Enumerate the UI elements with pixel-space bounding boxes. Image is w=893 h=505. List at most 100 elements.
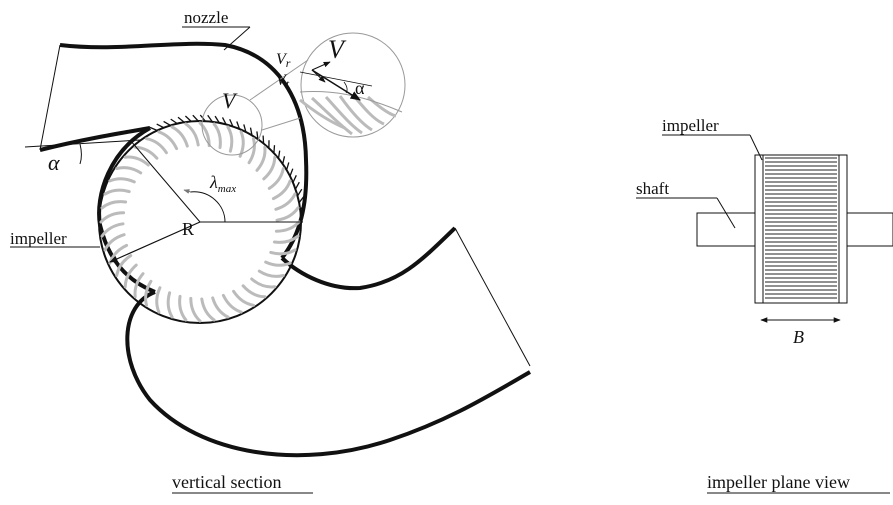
impeller-blade bbox=[241, 284, 267, 299]
casing-outer-wall bbox=[59, 41, 309, 260]
impeller-blade bbox=[103, 233, 126, 252]
alpha-angle-arc bbox=[79, 143, 82, 165]
blade-tip bbox=[149, 126, 158, 132]
impeller-blade bbox=[155, 286, 162, 314]
blade-tip bbox=[170, 118, 178, 125]
impeller-blade bbox=[108, 177, 136, 184]
impeller-blade bbox=[123, 155, 150, 167]
vt-label: Vt bbox=[276, 72, 290, 91]
impeller-label-right: impeller bbox=[662, 116, 719, 135]
impeller-blade bbox=[262, 155, 277, 181]
radius-line bbox=[109, 221, 201, 263]
impeller-blade bbox=[232, 289, 255, 307]
impeller-blade bbox=[264, 260, 292, 267]
blade-tip bbox=[297, 188, 303, 197]
plane-view-drawing: impeller shaft B impeller plane view bbox=[636, 116, 893, 494]
blade-tip bbox=[192, 114, 199, 122]
impeller-blade bbox=[255, 145, 267, 172]
detail-connector-bottom bbox=[261, 117, 301, 131]
impeller-blade bbox=[221, 293, 243, 314]
blade-tip bbox=[184, 115, 192, 122]
shaft-leader-diag bbox=[716, 197, 736, 229]
caption-vertical-section: vertical section bbox=[172, 472, 281, 492]
impeller-blade bbox=[272, 234, 300, 244]
nozzle-label: nozzle bbox=[184, 8, 228, 27]
impeller-blade bbox=[115, 254, 133, 277]
impeller-blade bbox=[133, 145, 159, 160]
blade-tips bbox=[149, 114, 306, 211]
impeller-blade bbox=[115, 166, 143, 175]
plane-view-blades bbox=[765, 157, 837, 299]
impeller-blade bbox=[267, 167, 285, 190]
impeller-blade bbox=[211, 296, 230, 319]
blade-tip bbox=[273, 145, 276, 154]
width-label: B bbox=[793, 327, 804, 347]
impeller-blade bbox=[189, 296, 202, 323]
nozzle-lower-wall bbox=[39, 126, 151, 152]
impeller-blade bbox=[184, 122, 200, 147]
detail-reference-line bbox=[299, 71, 373, 87]
detail-connector-top bbox=[249, 59, 309, 101]
outlet-edge bbox=[454, 227, 531, 367]
blade-tip bbox=[262, 135, 265, 144]
v-label-large: V bbox=[328, 35, 347, 64]
impeller-blade bbox=[274, 220, 301, 233]
blade-tip bbox=[221, 117, 227, 125]
blade-tip bbox=[282, 156, 286, 165]
impeller-blades bbox=[99, 121, 301, 323]
impeller-blade bbox=[247, 137, 256, 165]
impeller-blade bbox=[226, 125, 234, 153]
blade-tip bbox=[285, 162, 290, 171]
lambda-label: λmax bbox=[209, 172, 236, 195]
impeller-blade bbox=[166, 291, 174, 319]
blade-tip bbox=[277, 150, 281, 159]
impeller-blade bbox=[212, 122, 222, 150]
impeller-blade bbox=[200, 297, 216, 322]
impeller-blade bbox=[144, 279, 153, 307]
blade-tip bbox=[243, 124, 247, 133]
vertical-section-drawing: nozzle impeller α R λmax V V Vr Vt α ver… bbox=[10, 8, 531, 494]
impeller-blade bbox=[275, 206, 300, 222]
nozzle-leader-diagonal bbox=[223, 26, 251, 51]
lambda-angle-arc bbox=[189, 191, 226, 223]
impeller-label-left: impeller bbox=[10, 229, 67, 248]
blade-tip bbox=[236, 121, 241, 130]
detail-blades bbox=[299, 91, 403, 136]
blade-tip bbox=[229, 118, 234, 127]
blade-tip bbox=[207, 114, 213, 123]
volute-spiral bbox=[125, 226, 531, 458]
impeller-blade bbox=[257, 269, 285, 278]
caption-plane-view: impeller plane view bbox=[707, 472, 850, 492]
lambda-radial-line bbox=[129, 139, 201, 223]
impeller-blade bbox=[170, 125, 189, 148]
blade-tip bbox=[256, 131, 259, 140]
impeller-blade bbox=[178, 294, 188, 322]
impeller-leader-right-diag bbox=[749, 134, 763, 161]
blade-tip bbox=[289, 168, 294, 177]
impeller-blade bbox=[145, 137, 168, 155]
blade-tip bbox=[299, 203, 306, 211]
shaft-label: shaft bbox=[636, 179, 669, 198]
blade-tip bbox=[249, 127, 253, 136]
alpha-label-left: α bbox=[48, 150, 60, 175]
blade-tip bbox=[294, 181, 300, 190]
lambda-arrow bbox=[183, 189, 192, 194]
impeller-blade bbox=[269, 248, 297, 256]
impeller-body bbox=[754, 154, 848, 304]
impeller-blade bbox=[238, 130, 245, 158]
alpha-reference-line bbox=[24, 139, 141, 148]
blade-tip bbox=[177, 116, 185, 123]
impeller-blade bbox=[271, 179, 292, 201]
velocity-vector-vr bbox=[311, 61, 331, 71]
detail-circle-small bbox=[201, 94, 263, 156]
impeller-blade bbox=[274, 192, 297, 211]
impeller-blade bbox=[103, 188, 131, 196]
blade-tip bbox=[156, 123, 165, 129]
impeller-blade bbox=[133, 272, 145, 299]
impeller-blade bbox=[123, 263, 138, 289]
impeller-blade bbox=[99, 211, 126, 224]
impeller-blade bbox=[100, 200, 128, 210]
nozzle-inlet-edge bbox=[39, 44, 61, 151]
velocity-vector-v bbox=[311, 69, 361, 101]
